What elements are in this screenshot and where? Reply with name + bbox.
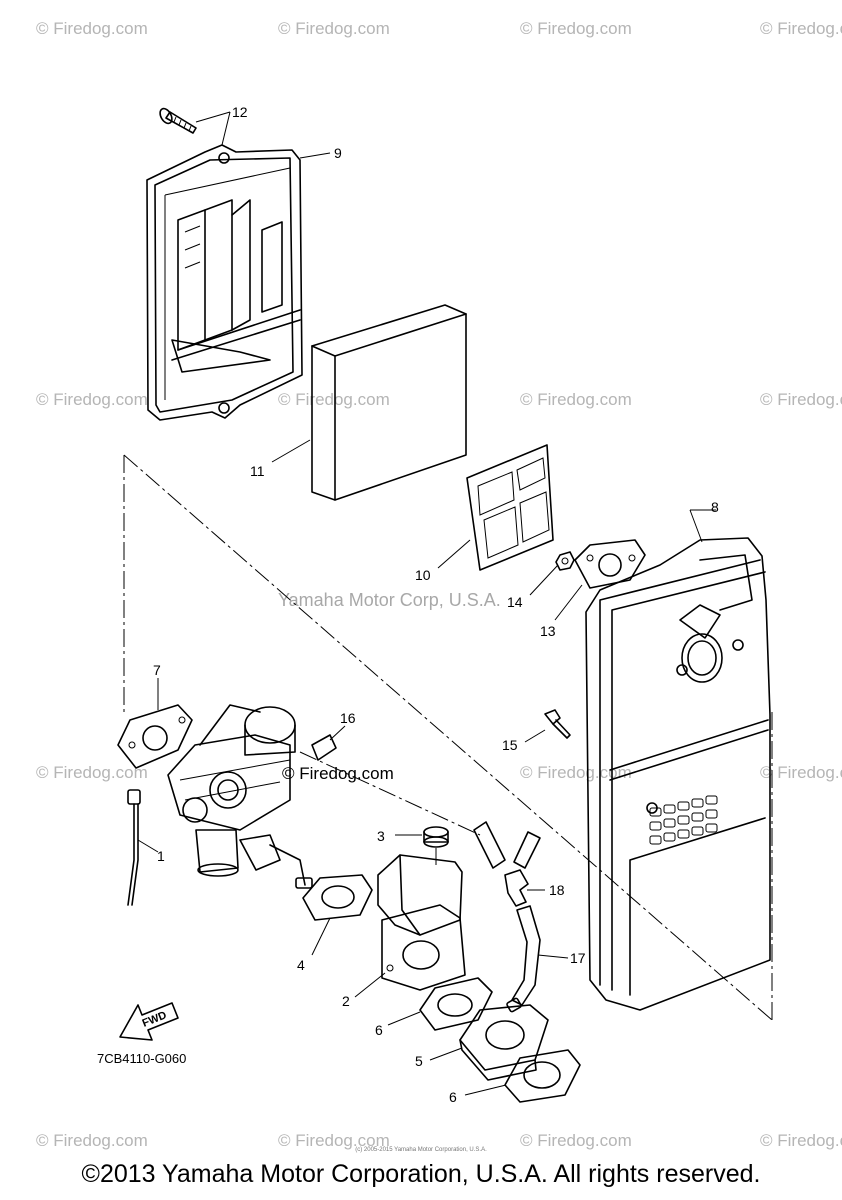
forward-arrow-icon: FWD <box>119 1002 179 1041</box>
watermark: © Firedog.com <box>36 763 148 782</box>
watermark: © Firedog.com <box>760 1131 842 1150</box>
watermark: © Firedog.com <box>520 19 632 38</box>
nut-14 <box>555 551 575 571</box>
callout-12: 12 <box>232 104 248 120</box>
copyright-notice: ©2013 Yamaha Motor Corporation, U.S.A. A… <box>81 1160 761 1188</box>
callout-6-lower: 6 <box>449 1089 457 1105</box>
gasket-13 <box>574 539 646 589</box>
watermark: © Firedog.com <box>278 390 390 409</box>
hose-16 <box>311 734 337 761</box>
watermarks: © Firedog.com © Firedog.com © Firedog.co… <box>36 19 842 1150</box>
callout-10: 10 <box>415 567 431 583</box>
callout-14: 14 <box>507 594 523 610</box>
filter-element-11 <box>311 304 467 501</box>
screw-12 <box>159 107 197 134</box>
watermark-center: Yamaha Motor Corp, U.S.A. <box>278 590 501 610</box>
watermark: © Firedog.com <box>278 1131 390 1150</box>
callout-2: 2 <box>342 993 350 1009</box>
callout-6-upper: 6 <box>375 1022 383 1038</box>
gasket-10 <box>466 444 554 571</box>
callout-7: 7 <box>153 662 161 678</box>
wire-lead-1 <box>127 789 141 906</box>
callout-11: 11 <box>250 463 265 479</box>
spacer-5 <box>459 1004 549 1081</box>
gasket-4 <box>302 874 373 921</box>
callout-4: 4 <box>297 957 305 973</box>
watermark: © Firedog.com <box>36 19 148 38</box>
diagram-code: 7CB4110-G060 <box>97 1051 186 1066</box>
grommet-3 <box>423 826 449 865</box>
watermark: © Firedog.com <box>520 1131 632 1150</box>
callouts: 12 9 11 10 8 14 13 15 7 16 1 3 18 17 4 2… <box>153 104 719 1105</box>
callout-17: 17 <box>570 950 586 966</box>
gasket-6-lower <box>504 1049 581 1103</box>
callout-9: 9 <box>334 145 342 161</box>
watermark-dark: © Firedog.com <box>282 764 394 783</box>
gasket-7 <box>117 704 193 769</box>
callout-1: 1 <box>157 848 165 864</box>
watermark: © Firedog.com <box>278 19 390 38</box>
watermark: © Firedog.com <box>36 390 148 409</box>
vent-grid <box>649 795 718 845</box>
callout-8: 8 <box>711 499 719 515</box>
callout-13: 13 <box>540 623 556 639</box>
watermark: © Firedog.com <box>520 763 632 782</box>
air-cleaner-body-8 <box>585 537 771 1011</box>
leader-lines <box>137 111 716 1096</box>
bolt-15 <box>544 709 571 739</box>
watermark: © Firedog.com <box>520 390 632 409</box>
watermark: © Firedog.com <box>36 1131 148 1150</box>
gasket-6-upper <box>419 977 493 1031</box>
carburetor-assembly <box>167 704 313 889</box>
watermark: © Firedog.com <box>760 19 842 38</box>
watermark: © Firedog.com <box>760 763 842 782</box>
hose-upper <box>473 821 541 869</box>
guide-lines <box>123 454 773 1021</box>
callout-18: 18 <box>549 882 565 898</box>
callout-3: 3 <box>377 828 385 844</box>
source-note: (c) 2005-2015 Yamaha Motor Corporation, … <box>355 1147 487 1153</box>
callout-16: 16 <box>340 710 356 726</box>
callout-5: 5 <box>415 1053 423 1069</box>
watermark: © Firedog.com <box>760 390 842 409</box>
bracket-2 <box>377 854 466 991</box>
hose-17 <box>506 905 541 1013</box>
air-cleaner-case-9 <box>146 144 303 421</box>
joint-18 <box>504 869 529 907</box>
callout-15: 15 <box>502 737 518 753</box>
